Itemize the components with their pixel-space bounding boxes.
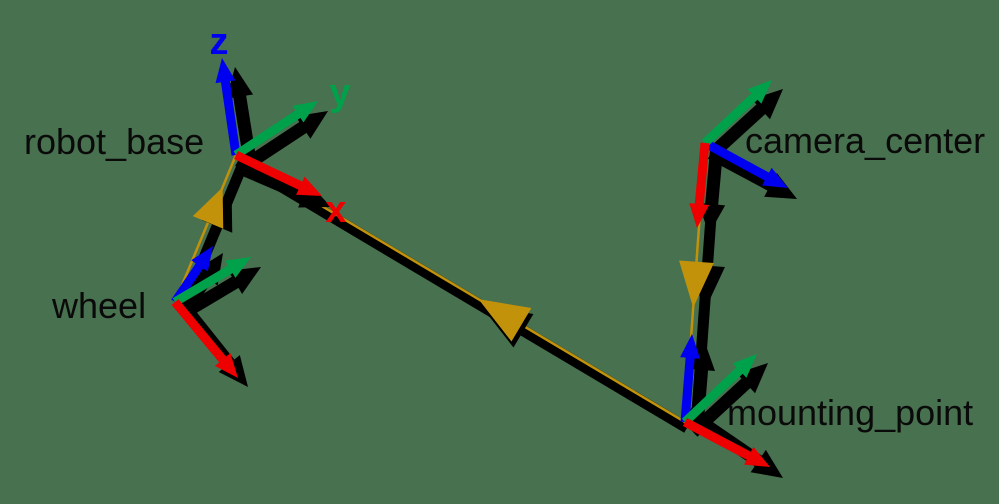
camera-center-x-axis-arrow: [689, 142, 710, 228]
frame-label-mounting-point: mounting_point: [727, 392, 973, 433]
mounting-point-y-axis-arrow: [681, 354, 757, 426]
link-arrowhead: [679, 260, 714, 308]
axis-letter-z: z: [210, 21, 229, 63]
link-arrowhead: [478, 299, 532, 342]
frame-camera-center: [689, 80, 797, 234]
robot-base-z-axis-arrow: [215, 58, 241, 156]
axis-letter-y: y: [329, 72, 350, 114]
robot-base-x-axis-arrow: [234, 150, 322, 196]
frame-mounting-point: [680, 334, 783, 478]
robot-base-y-axis-arrow: [233, 101, 318, 159]
wheel-x-axis-arrow: [171, 299, 238, 378]
frame-label-wheel: wheel: [51, 285, 146, 326]
frame-label-camera-center: camera_center: [745, 120, 985, 161]
camera-center-y-axis-arrow: [701, 80, 772, 147]
mounting-point-x-axis-arrow: [682, 418, 770, 467]
link-arrowhead: [192, 187, 224, 229]
frame-robot-base: [215, 58, 331, 208]
label-layer: robot_base wheel camera_center mounting_…: [24, 21, 985, 433]
wheel-y-axis-arrow: [172, 257, 251, 306]
frame-label-robot-base: robot_base: [24, 121, 204, 162]
camera-center-z-axis-arrow: [702, 139, 788, 188]
frames-layer: [171, 58, 797, 478]
link-line: [173, 154, 238, 303]
mounting-point-z-axis-arrow: [680, 334, 701, 423]
frame-wheel: [171, 246, 261, 387]
axis-letter-x: x: [325, 189, 346, 231]
